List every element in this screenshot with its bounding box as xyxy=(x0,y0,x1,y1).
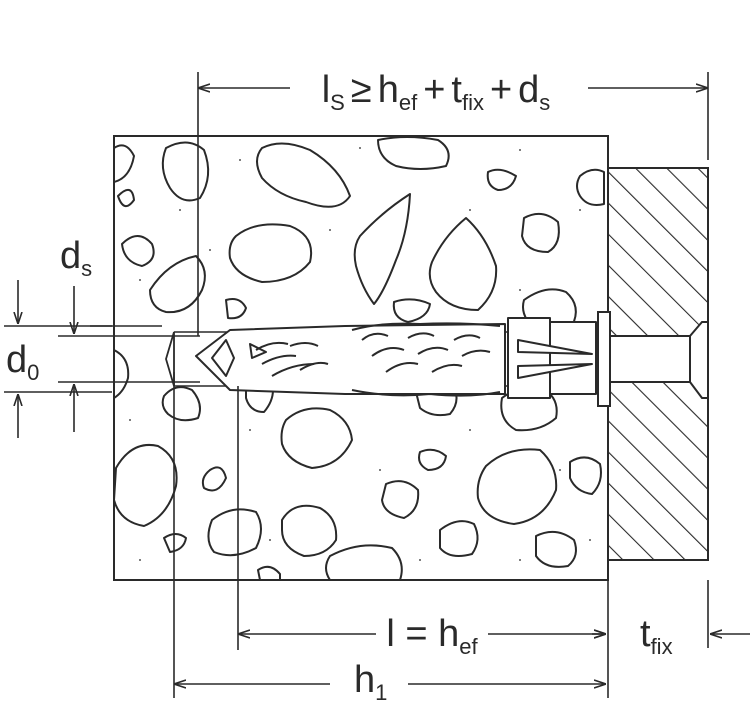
d0-label: d0 xyxy=(6,339,39,385)
dimension-ls xyxy=(197,72,709,336)
l-hef-label: l = hef xyxy=(386,613,478,659)
ds-label: ds xyxy=(60,235,92,281)
dimension-tfix xyxy=(592,580,750,648)
top-formula-label: lS≥hef+tfix+ds xyxy=(322,69,551,115)
dimension-d0 xyxy=(4,280,112,438)
dimension-h1 xyxy=(173,372,609,698)
dimension-l-hef xyxy=(237,386,606,650)
h1-label: h1 xyxy=(354,659,387,705)
wall-plug xyxy=(195,317,597,399)
screw-head xyxy=(597,311,709,407)
tfix-label: tfix xyxy=(640,613,673,659)
